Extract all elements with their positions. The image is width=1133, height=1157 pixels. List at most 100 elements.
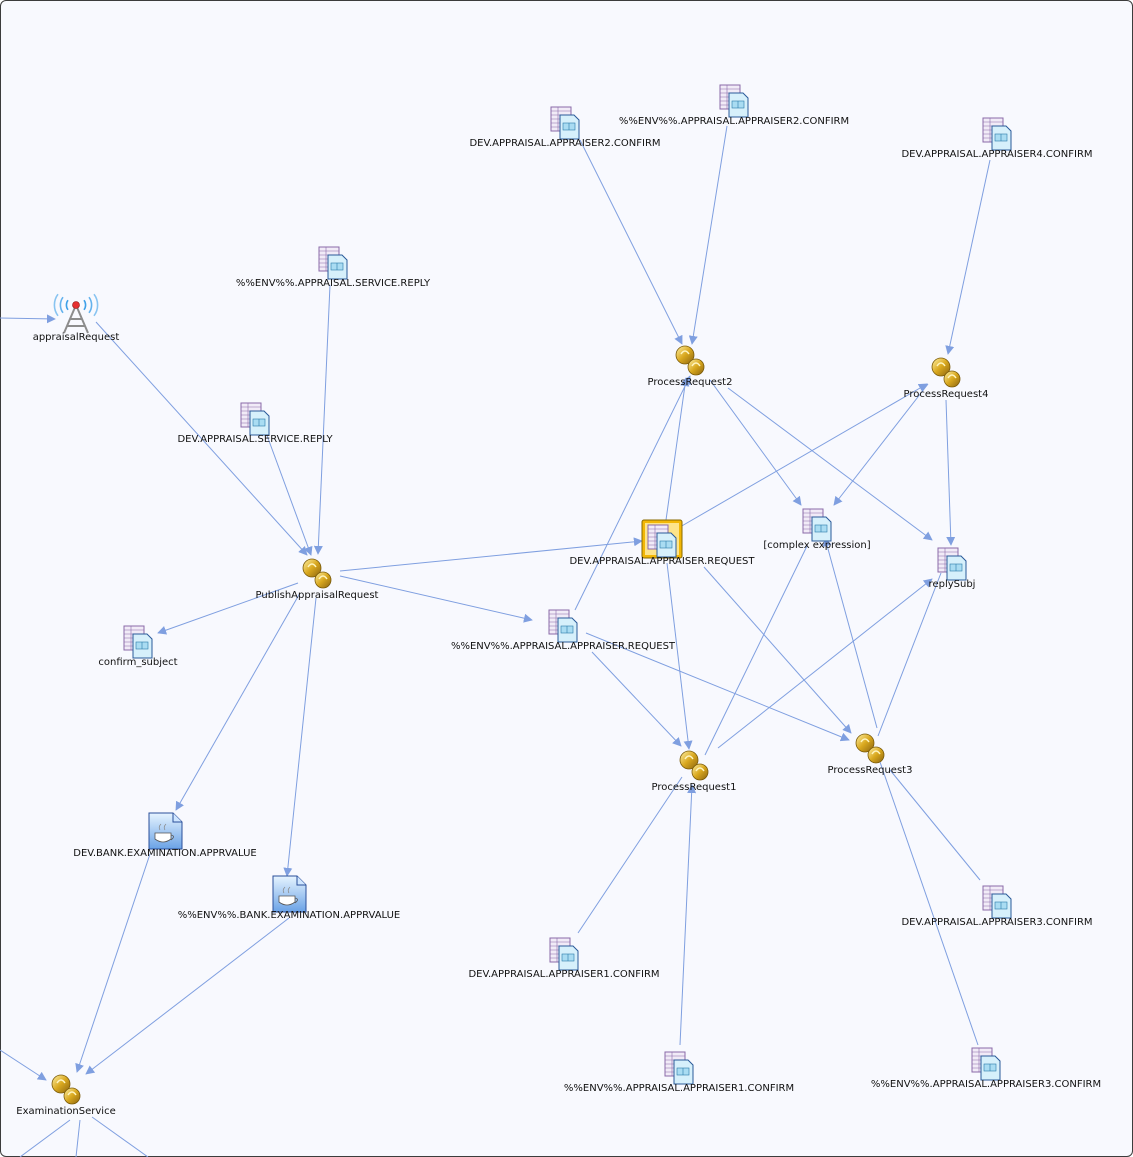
process-gear-icon [51,1074,81,1105]
edge-connector [679,784,697,1046]
node-label: DEV.APPRAISAL.SERVICE.REPLY [177,434,333,445]
edge-connector [877,572,942,737]
diagram-node-pr1[interactable]: ProcessRequest1 [652,750,737,793]
node-label: DEV.APPRAISAL.APPRAISER.REQUEST [569,556,755,567]
edge-connector [703,566,852,734]
node-label: ExaminationService [16,1106,115,1117]
diagram-node-a2-env[interactable]: %%ENV%%.APPRAISAL.APPRAISER2.CONFIRM [619,84,849,127]
edge-connector [665,377,690,521]
queue-icon [982,117,1012,151]
edge-connector [19,1119,71,1157]
queue-icon [550,106,580,140]
edge-connector [709,379,802,506]
node-label: [complex expression] [763,540,870,551]
diagram-node-pr4[interactable]: ProcessRequest4 [904,357,989,400]
process-gear-icon [931,357,961,388]
queue-icon [937,547,967,581]
node-label: ProcessRequest2 [648,377,733,388]
node-label: replySubj [929,579,976,590]
queue-icon [641,519,683,559]
edge-connector [75,853,151,1073]
diagram-node-a2-dev[interactable]: DEV.APPRAISAL.APPRAISER2.CONFIRM [469,106,661,149]
edge-connector [264,429,313,556]
diagram-node-appraisalRequest[interactable]: appraisalRequest [33,293,120,343]
diagram-node-a3-env[interactable]: %%ENV%%.APPRAISAL.APPRAISER3.CONFIRM [871,1047,1101,1090]
antenna-icon [53,293,99,334]
node-label: ProcessRequest1 [652,782,737,793]
node-label: ProcessRequest4 [904,389,989,400]
process-gear-icon [855,733,885,764]
edge-connector [157,582,299,635]
edge-connector [945,399,956,546]
diagram-node-reply-svc-dev[interactable]: DEV.APPRAISAL.SERVICE.REPLY [177,402,333,445]
edge-connector [577,776,683,934]
edge-connector [822,537,878,729]
edge-connector [339,537,643,572]
edge-connector [313,284,331,555]
node-label: %%ENV%%.APPRAISAL.APPRAISER1.CONFIRM [564,1083,794,1094]
queue-icon [549,937,579,971]
diagram-node-publish[interactable]: PublishAppraisalRequest [256,558,379,601]
edge-connector [75,1119,81,1157]
diagram-node-complex[interactable]: [complex expression] [763,508,871,551]
edge-connector [727,387,933,541]
diagram-node-a4-dev[interactable]: DEV.APPRAISAL.APPRAISER4.CONFIRM [901,117,1093,160]
process-gear-icon [302,558,332,589]
diagram-node-req-dev[interactable]: DEV.APPRAISAL.APPRAISER.REQUEST [569,519,755,567]
edge-connector [688,125,728,345]
java-document-icon [148,812,183,850]
diagram-node-replySubj[interactable]: replySubj [929,547,976,590]
node-label: appraisalRequest [33,332,120,343]
queue-icon [719,84,749,118]
queue-icon [664,1051,694,1085]
queue-icon [802,508,832,542]
diagram-node-bank-dev[interactable]: DEV.BANK.EXAMINATION.APPRVALUE [73,812,257,859]
node-label: DEV.APPRAISAL.APPRAISER3.CONFIRM [901,917,1092,928]
diagram-node-pr2[interactable]: ProcessRequest2 [648,345,733,388]
node-label: %%ENV%%.APPRAISAL.APPRAISER.REQUEST [451,641,676,652]
edge-connector [574,375,691,611]
node-label: confirm_subject [98,657,177,668]
queue-icon [240,402,270,436]
node-label: DEV.APPRAISAL.APPRAISER1.CONFIRM [468,969,659,980]
node-label: DEV.BANK.EXAMINATION.APPRVALUE [73,848,256,859]
edge-connector [833,383,929,506]
edge-connector [95,321,308,556]
process-gear-icon [679,750,709,781]
diagram-node-reply-svc-env[interactable]: %%ENV%%.APPRAISAL.SERVICE.REPLY [236,246,431,289]
edge-connector [283,597,317,877]
node-label: ProcessRequest3 [828,765,913,776]
edge-connector [879,761,979,1046]
queue-icon [318,246,348,280]
edge-connector [0,1049,47,1081]
edge-connector [889,769,981,881]
edge-connector [666,562,693,750]
diagram-node-a1-env[interactable]: %%ENV%%.APPRAISAL.APPRAISER1.CONFIRM [564,1051,794,1094]
diagram-node-bank-env[interactable]: %%ENV%%.BANK.EXAMINATION.APPRVALUE [178,875,401,921]
process-gear-icon [675,345,705,376]
edge-connector [85,917,290,1075]
node-label: %%ENV%%.APPRAISAL.APPRAISER3.CONFIRM [871,1079,1101,1090]
node-label: %%ENV%%.APPRAISAL.APPRAISER2.CONFIRM [619,116,849,127]
edge-connector [579,139,683,345]
edge-connector [679,383,928,528]
diagram-node-confirm-subject[interactable]: confirm_subject [98,625,178,668]
diagram-node-pr3[interactable]: ProcessRequest3 [828,733,913,776]
edge-connector [585,632,850,742]
edge-connector [91,1116,149,1157]
edge-connector [945,159,991,355]
edge-connector [339,575,533,623]
queue-icon [971,1047,1001,1081]
edge-connector [704,545,808,756]
diagram-node-a1-dev[interactable]: DEV.APPRAISAL.APPRAISER1.CONFIRM [468,937,660,980]
edge-connector [175,592,301,811]
queue-icon [982,885,1012,919]
node-label: DEV.APPRAISAL.APPRAISER2.CONFIRM [469,138,660,149]
diagram-node-req-env[interactable]: %%ENV%%.APPRAISAL.APPRAISER.REQUEST [451,609,676,652]
diagram-node-a3-dev[interactable]: DEV.APPRAISAL.APPRAISER3.CONFIRM [901,885,1093,928]
java-document-icon [272,875,307,913]
diagram-node-exam[interactable]: ExaminationService [16,1074,116,1117]
edge-connector [0,314,56,324]
